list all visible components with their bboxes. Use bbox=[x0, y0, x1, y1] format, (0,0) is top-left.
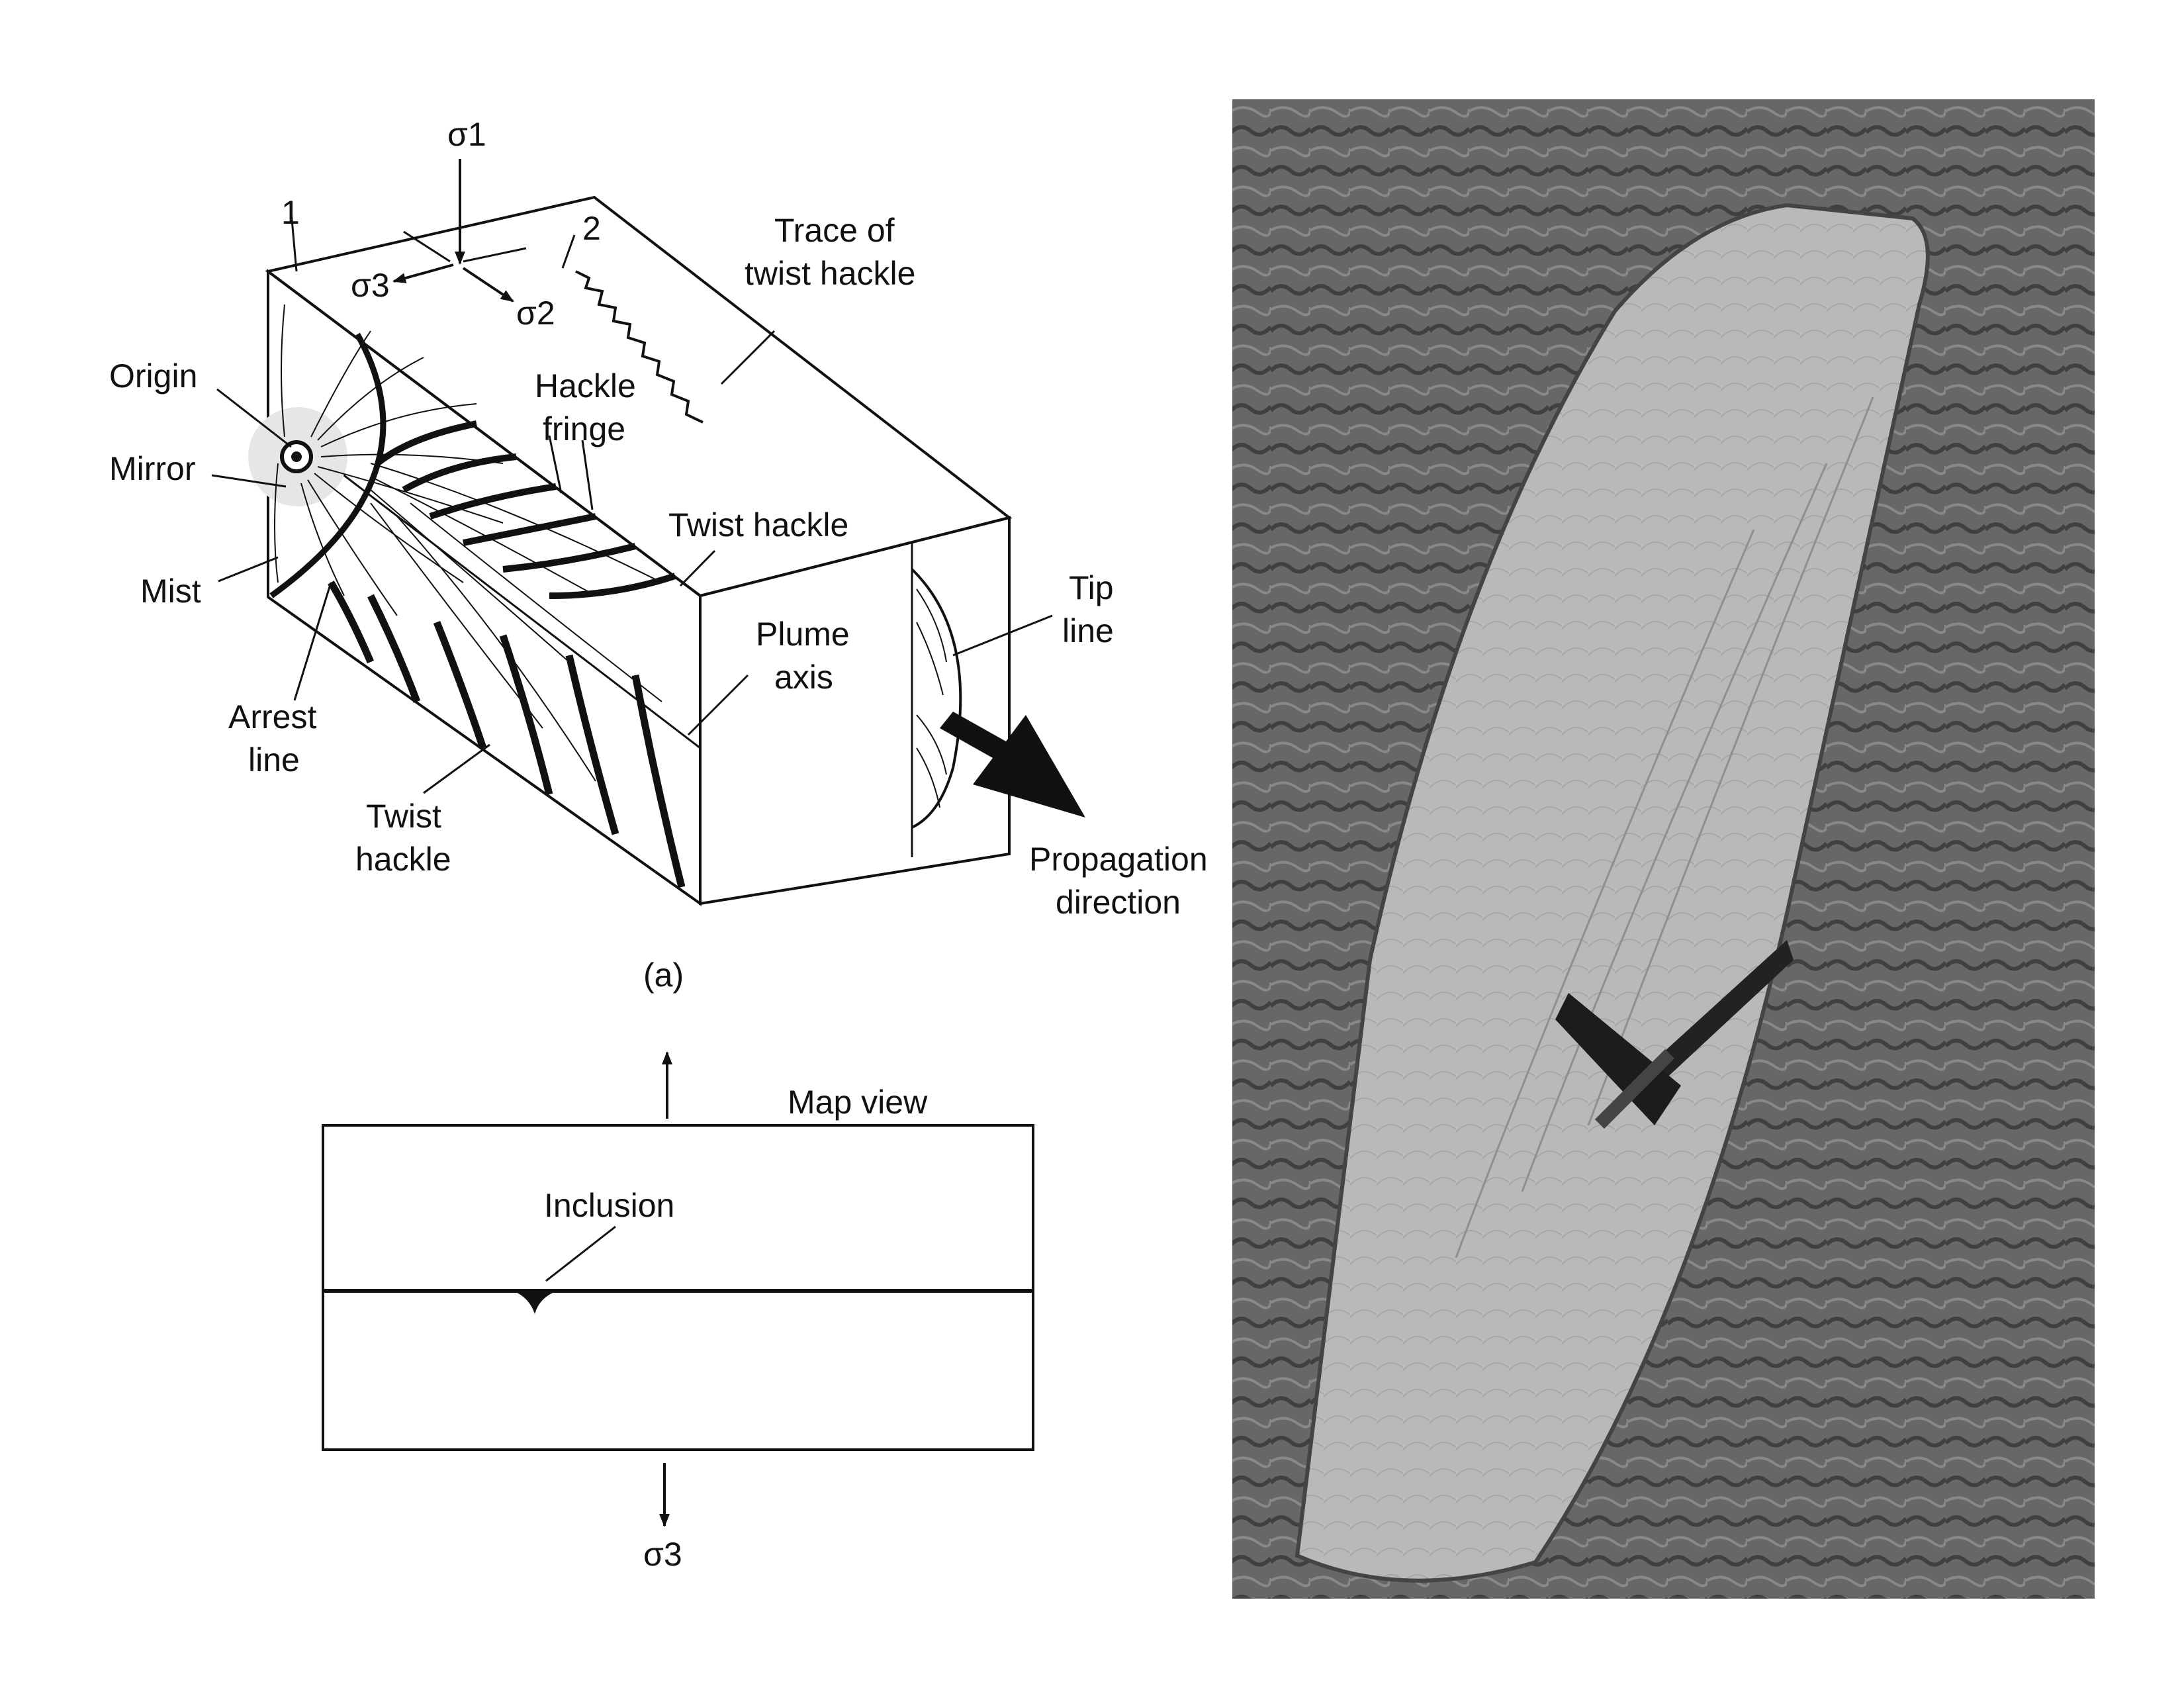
map-view-diagram: Map view Inclusion σ3 bbox=[322, 1051, 1034, 1573]
label-propagation-2: direction bbox=[1056, 884, 1181, 921]
label-mist: Mist bbox=[140, 573, 201, 610]
leader-lines bbox=[211, 211, 1053, 794]
inclusion-mark bbox=[513, 1291, 557, 1314]
label-tip-line-1: Tip bbox=[1069, 569, 1114, 606]
sigma1-label: σ1 bbox=[447, 116, 486, 153]
plumose-joint-surface bbox=[1295, 203, 1930, 1583]
marker-1: 1 bbox=[281, 194, 300, 231]
sigma2-arrow bbox=[462, 267, 514, 303]
tip-line-arc bbox=[911, 568, 962, 829]
figure-caption-a: (a) bbox=[643, 957, 684, 994]
label-twist-hackle-lower-2: hackle bbox=[355, 841, 451, 878]
label-mirror: Mirror bbox=[109, 450, 196, 487]
label-arrest-line-1: Arrest bbox=[228, 698, 316, 735]
propagation-arrow bbox=[940, 712, 1085, 818]
label-hackle-fringe-1: Hackle bbox=[535, 367, 636, 404]
map-sigma3-label: σ3 bbox=[643, 1536, 682, 1573]
sigma3-label: σ3 bbox=[351, 267, 390, 304]
rock-hammer-icon bbox=[1555, 940, 1794, 1129]
label-twist-hackle-lower-1: Twist bbox=[366, 798, 441, 835]
trace-twist-hackle bbox=[575, 270, 704, 424]
label-hackle-fringe-2: fringe bbox=[543, 410, 625, 447]
sigma2-label: σ2 bbox=[516, 295, 555, 332]
plume-axis-line bbox=[310, 449, 701, 749]
hackle-fringe-marks bbox=[375, 420, 676, 599]
label-tip-line-2: line bbox=[1062, 612, 1114, 649]
label-trace-1: Trace of bbox=[774, 212, 895, 249]
label-propagation-1: Propagation bbox=[1029, 841, 1208, 878]
label-trace-2: twist hackle bbox=[745, 255, 915, 292]
block-diagram: σ1 σ3 σ2 1 2 Origin Mirror Mist Arrest l… bbox=[109, 116, 1208, 994]
label-arrest-line-2: line bbox=[248, 741, 300, 778]
map-view-box bbox=[322, 1124, 1034, 1451]
arrest-line bbox=[269, 332, 387, 598]
outcrop-photograph bbox=[1232, 99, 2095, 1599]
marker-2: 2 bbox=[582, 210, 601, 247]
label-origin: Origin bbox=[109, 357, 197, 395]
label-inclusion: Inclusion bbox=[544, 1187, 674, 1224]
map-view-title: Map view bbox=[788, 1084, 928, 1121]
label-twist-hackle-upper: Twist hackle bbox=[668, 506, 848, 543]
block-right-face bbox=[699, 516, 1011, 906]
plume-rays bbox=[274, 304, 662, 782]
label-plume-axis-2: axis bbox=[774, 659, 833, 696]
label-plume-axis-1: Plume bbox=[756, 616, 850, 653]
sigma3-arrow bbox=[392, 263, 454, 283]
twist-hackle-marks bbox=[328, 581, 686, 888]
